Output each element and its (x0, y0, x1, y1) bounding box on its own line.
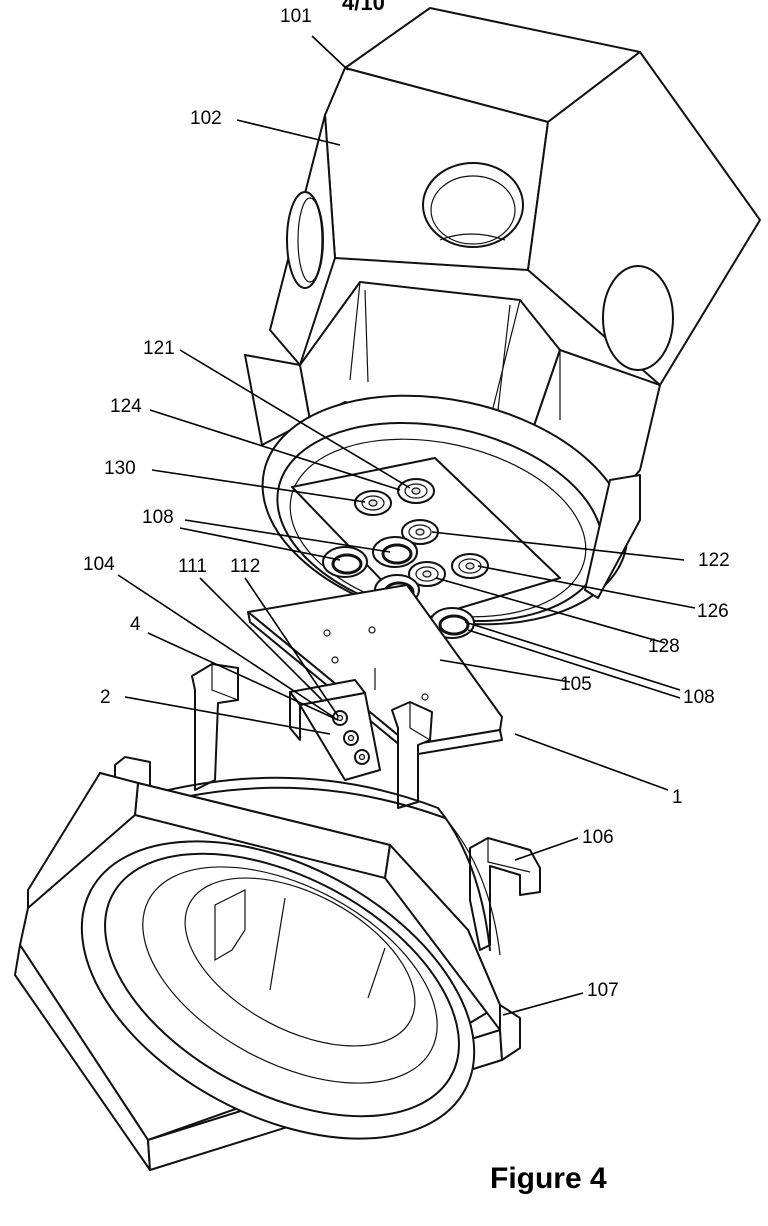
carrier-right-post-edge (409, 702, 431, 741)
carrier-left-post (191, 663, 239, 791)
label-2: 2 (100, 687, 111, 708)
label-108-bottom: 108 (683, 687, 715, 708)
carrier-left-post-edge (211, 664, 239, 701)
large-port-108-left (322, 546, 368, 578)
label-112: 112 (230, 556, 260, 577)
label-105: 105 (560, 674, 592, 695)
sheet-number: 4/10 (342, 0, 385, 15)
carrier-ring-right-2 (444, 817, 501, 956)
nut-right-wall (499, 1004, 521, 1061)
label-106: 106 (582, 827, 614, 848)
label-130: 130 (104, 458, 136, 479)
nut-bore-step (184, 877, 416, 1047)
board-hole (368, 626, 376, 634)
carrier-right-outrigger-edge (487, 838, 531, 873)
label-107: 107 (587, 980, 619, 1001)
carrier-ring-top (147, 776, 439, 809)
label-104: 104 (83, 554, 115, 575)
label-101: 101 (280, 6, 312, 27)
bottom-hex-nut (14, 772, 521, 1171)
left-port-hole-inner (297, 197, 323, 283)
top-housing (244, 7, 761, 639)
label-122: 122 (698, 550, 730, 571)
nut-inner-edges (364, 289, 511, 411)
carrier-right-outrigger (469, 837, 541, 951)
right-port-hole (602, 265, 674, 371)
nut-edges (349, 281, 561, 421)
front-port-hole (422, 162, 524, 248)
nut-bore-ring (104, 852, 460, 1118)
carrier-right-post (391, 701, 433, 809)
port-ring-121 (397, 478, 435, 504)
figure-caption: Figure 4 (490, 1162, 607, 1195)
nut-inner-line (367, 947, 386, 999)
label-126: 126 (697, 601, 729, 622)
port-ring-130 (354, 490, 392, 516)
label-102: 102 (190, 108, 222, 129)
port-ring-126 (451, 553, 489, 579)
nut-bore-inner-ring (142, 866, 438, 1084)
large-port-center (372, 536, 418, 568)
label-1: 1 (672, 787, 683, 808)
front-port-hole-inner (430, 175, 516, 245)
flange-side-clip (584, 474, 641, 599)
label-124: 124 (110, 396, 142, 417)
large-port-108-right (429, 607, 475, 639)
nut-inner-slot (214, 889, 246, 962)
chip-front-face (299, 692, 381, 781)
label-108-top: 108 (142, 507, 174, 528)
housing-right-face (527, 51, 761, 386)
left-port-hole (286, 191, 324, 289)
front-port-bore (439, 233, 506, 241)
board-hole (323, 629, 331, 637)
board-hole (331, 656, 339, 664)
nut-inner-line (269, 897, 286, 991)
port-ring-128 (408, 561, 446, 587)
label-121: 121 (143, 338, 175, 359)
label-111: 111 (178, 556, 207, 577)
reference-labels: 4/10 101 102 121 124 130 108 111 112 104… (83, 0, 730, 1195)
label-128: 128 (648, 636, 680, 657)
board-hole (421, 693, 429, 701)
nut-left-top-facet (27, 772, 139, 909)
leader-lines (117, 35, 696, 1016)
label-4: 4 (130, 614, 141, 635)
nut-bore-outer (80, 840, 476, 1140)
